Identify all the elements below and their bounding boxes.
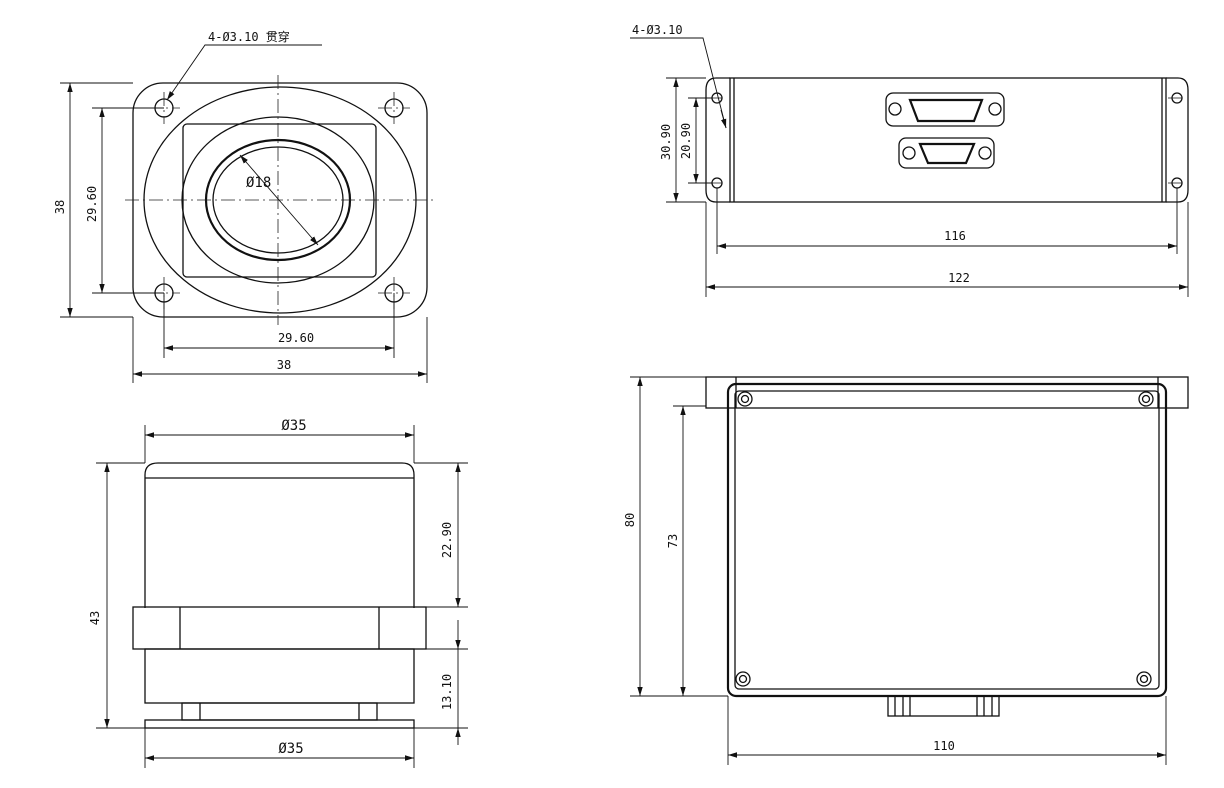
height-outer-label: 38 (53, 200, 67, 214)
sensor-side-view: Ø35 Ø35 43 22.90 13.10 (88, 418, 468, 768)
box-depth-inner-label: 73 (666, 534, 680, 548)
sensor-base (144, 648, 415, 704)
height-pitch-label: 29.60 (85, 186, 99, 222)
hole-callout-leader (166, 44, 322, 101)
sensor-flange (132, 606, 427, 650)
sensor-base-foot (181, 702, 378, 721)
box-hole-callout-label: 4-Ø3.10 (632, 23, 683, 37)
box-top-ear (705, 376, 1189, 409)
box-width-label: 110 (933, 739, 955, 753)
box-width-inner-label: 116 (944, 229, 966, 243)
box-lid (726, 382, 1168, 698)
upper-height-label: 22.90 (440, 522, 454, 558)
bore-dia-line (239, 154, 319, 246)
box-hole-callout-leader (630, 37, 727, 129)
box-width-outer-label: 122 (948, 271, 970, 285)
box-top-view: 80 73 110 (623, 376, 1189, 765)
bore-dia-label: Ø18 (246, 175, 271, 191)
top-dia-label: Ø35 (281, 418, 306, 434)
body-square (182, 123, 377, 278)
lower-height-label: 13.10 (440, 674, 454, 710)
box-height-outer-label: 30.90 (659, 124, 673, 160)
sensor-cap (144, 462, 415, 608)
total-height-label: 43 (88, 611, 102, 625)
sensor-top-view: 4-Ø3.10 贯穿 Ø18 38 29.60 29.60 38 (53, 29, 435, 383)
db25-connector (885, 92, 1005, 127)
right-mount-ear (1166, 77, 1189, 203)
box-body (729, 77, 1167, 203)
db15-connector (898, 137, 995, 169)
width-outer-label: 38 (277, 358, 291, 372)
hole-callout-label: 4-Ø3.10 贯穿 (208, 29, 290, 44)
bottom-dia-label: Ø35 (278, 741, 303, 757)
lid-screws (735, 391, 1154, 687)
width-pitch-label: 29.60 (278, 331, 314, 345)
box-depth-outer-label: 80 (623, 513, 637, 527)
left-mount-ear (705, 77, 730, 203)
box-height-inner-label: 20.90 (679, 123, 693, 159)
box-front-view: 4-Ø3.10 30.90 20.90 116 122 (630, 23, 1189, 297)
connector-bottom (887, 695, 1000, 717)
